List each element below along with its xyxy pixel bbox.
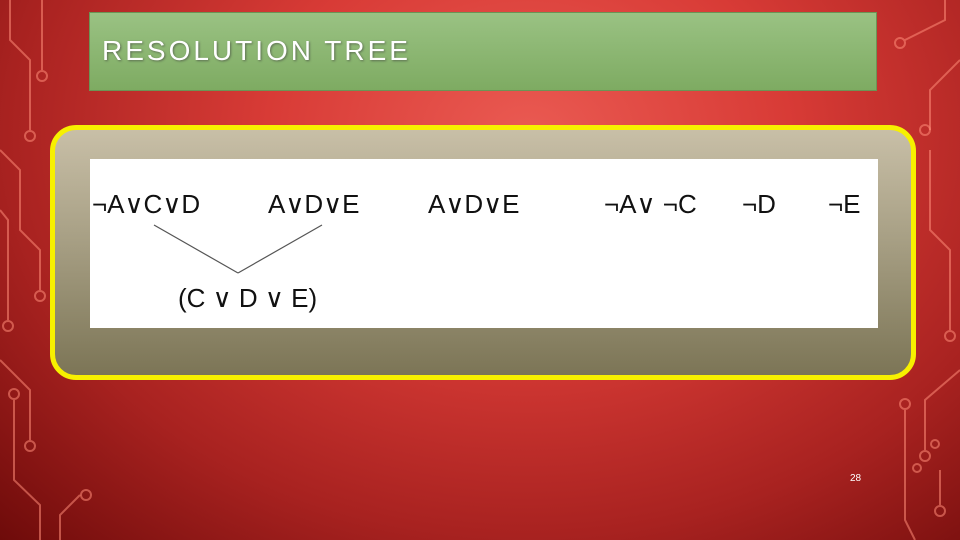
title-bar: RESOLUTION TREE	[89, 12, 877, 91]
clause-6: ¬E	[828, 189, 861, 219]
slide-title: RESOLUTION TREE	[102, 35, 411, 66]
edge-c1-to-resolvent	[153, 224, 239, 274]
clause-2: A∨D∨E	[268, 189, 360, 219]
edge-c2-to-resolvent	[237, 224, 323, 274]
tree-edges	[153, 224, 323, 274]
clause-1: ¬A∨C∨D	[92, 189, 201, 219]
resolvent-clause: (C ∨ D ∨ E)	[178, 283, 318, 313]
clause-5: ¬D	[742, 189, 776, 219]
clause-4: ¬A∨ ¬C	[604, 189, 697, 219]
page-number: 28	[850, 473, 862, 484]
resolution-tree-panel: ¬A∨C∨D A∨D∨E A∨D∨E ¬A∨ ¬C ¬D ¬E (C ∨ D ∨…	[90, 159, 878, 328]
clause-3: A∨D∨E	[428, 189, 520, 219]
